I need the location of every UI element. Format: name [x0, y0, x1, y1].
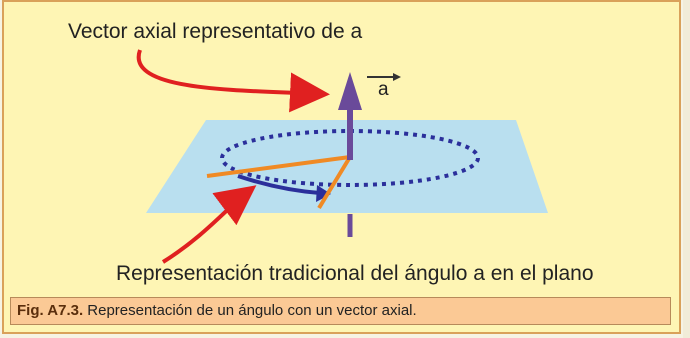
- rotation-orbit: [220, 129, 480, 187]
- angle-line-2: [317, 155, 352, 210]
- pointer-arrow-top: [136, 49, 330, 113]
- figure-caption: Fig. A7.3. Representación de un ángulo c…: [10, 297, 671, 325]
- page-margin: [683, 0, 690, 338]
- angle-line-1: [206, 155, 351, 178]
- traditional-angle-label: Representación tradicional del ángulo a …: [116, 262, 594, 285]
- axial-vector-head: [338, 72, 362, 110]
- rotation-arrowhead: [316, 185, 331, 202]
- vector-symbol: a: [378, 79, 389, 100]
- pointer-arrow-bottom: [161, 185, 257, 264]
- axial-vector-label: Vector axial representativo de a: [68, 20, 363, 43]
- vector-symbol-arrowhead: [393, 73, 401, 81]
- caption-text: Representación de un ángulo con un vecto…: [83, 302, 417, 319]
- rotation-arc: [237, 174, 321, 195]
- figure-number: Fig. A7.3.: [17, 302, 84, 319]
